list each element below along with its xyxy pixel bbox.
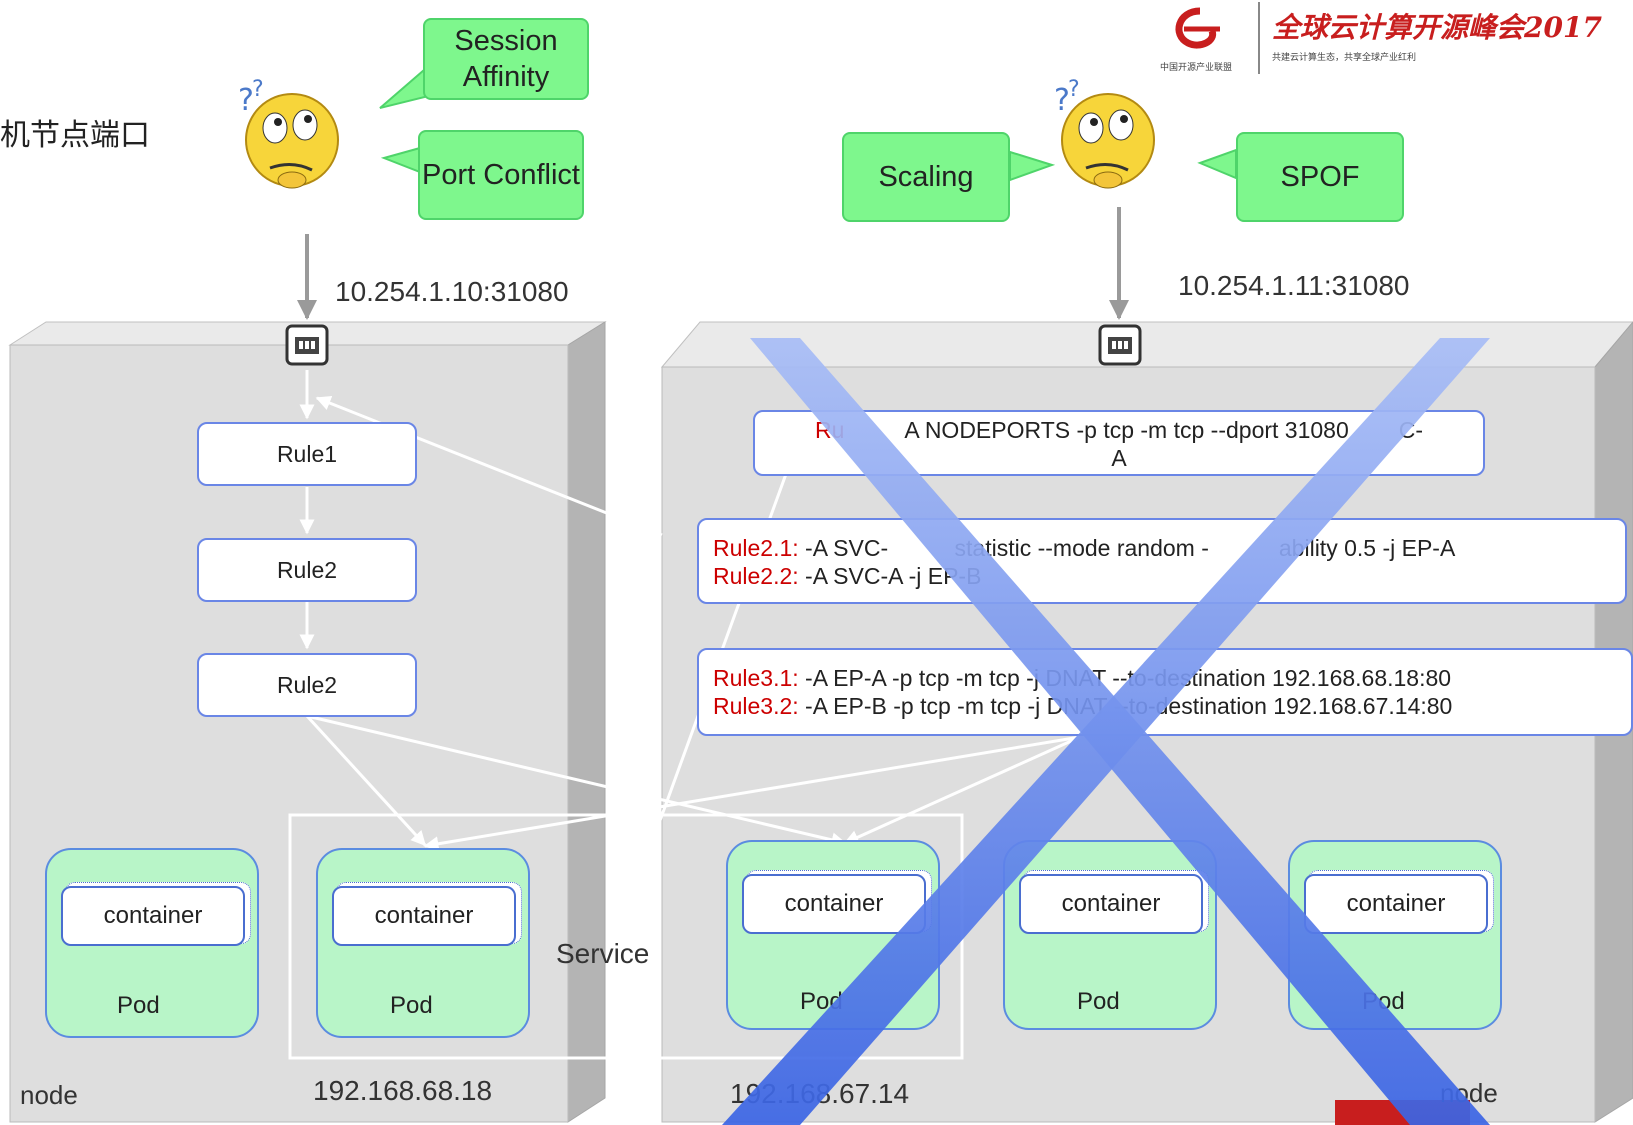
rule3-1-label: Rule3.1: [713,665,799,691]
summit-logo: 中国开源产业联盟 全球云计算开源峰会2017 共建云计算生态，共享全球产业红利 [1160,0,1633,80]
left-rule-2: Rule2 [197,538,417,602]
container-right-2: container [1019,874,1203,934]
pod-left-2-label: Pod [390,992,433,1019]
svg-text:?: ? [1054,83,1070,118]
rule2-2-label: Rule2.2: [713,563,799,589]
container-left-1: container [61,886,245,946]
bubble-session-affinity: Session Affinity [423,18,589,100]
right-rule-2: Rule2.1: -A SVC- statistic --mode random… [697,518,1627,604]
svg-text:?: ? [238,83,254,118]
bubble-spof: SPOF [1236,132,1404,222]
svg-text:?: ? [1068,77,1080,102]
pod-right-2: container Pod [1003,840,1217,1030]
title-fragment: 机节点端口 [0,118,150,153]
rule2-1-label: Rule2.1: [713,535,799,561]
rule2-1-mid: statistic --mode random - [948,535,1209,561]
summit-emblem-icon [1175,7,1220,49]
bubble-scaling: Scaling [842,132,1010,222]
pod-right-2-label: Pod [1077,988,1120,1015]
left-port-icon [285,324,329,366]
rule3-2-label: Rule3.2: [713,693,799,719]
container-left-2: container [332,886,516,946]
logo-sub-left: 中国开源产业联盟 [1160,62,1233,72]
container-right-3: container [1304,874,1488,934]
rule1-text: A NODEPORTS -p tcp -m tcp --dport 31080 [904,417,1349,443]
rule1-line2: A [1111,445,1127,471]
logo-divider [1258,2,1260,74]
pod-left-1: container Pod [45,848,259,1038]
svg-text:?: ? [252,77,264,102]
logo-brand-text: 全球云计算开源峰会2017 [1272,11,1602,44]
pod-left-1-label: Pod [117,992,160,1019]
container-right-1: container [742,874,926,934]
bubble-tail-scaling [1009,150,1056,182]
right-node-address: 10.254.1.11:31080 [1178,270,1410,301]
left-node-address: 10.254.1.10:31080 [335,276,569,307]
left-pod-ip: 192.168.68.18 [313,1075,493,1106]
left-flow-arrows [299,370,847,848]
rule2-1-text: -A SVC- [798,535,889,561]
left-rule-3: Rule2 [197,653,417,717]
thinking-face-right-icon: ? ? [1054,77,1155,189]
service-label: Service [556,938,650,969]
left-rule-1: Rule1 [197,422,417,486]
right-port-icon [1098,324,1142,366]
left-node-label: node [20,1080,78,1110]
bubble-port-conflict: Port Conflict [418,130,584,220]
pod-left-2: container Pod [316,848,530,1038]
logo-sub-right: 共建云计算生态，共享全球产业红利 [1272,52,1417,62]
thinking-face-left-icon: ? ? [238,77,339,189]
